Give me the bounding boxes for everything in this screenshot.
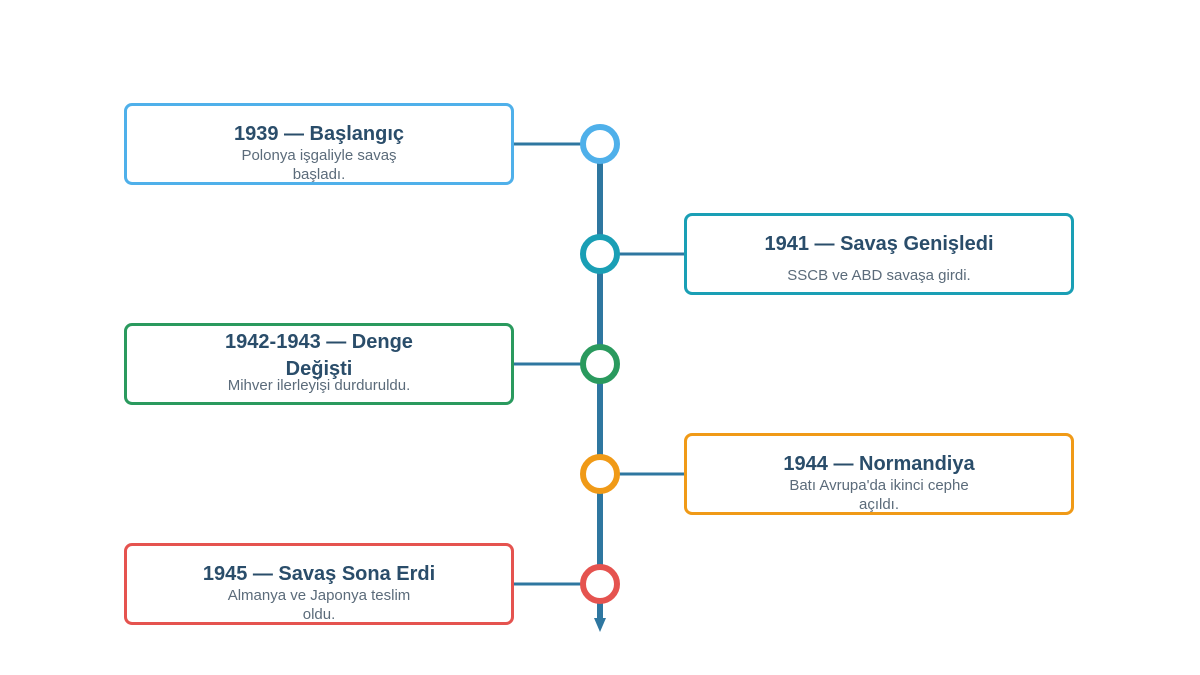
event-node bbox=[580, 454, 620, 494]
event-title: 1942-1943 — Denge Değişti bbox=[225, 331, 413, 380]
event-title: 1945 — Savaş Sona Erdi bbox=[202, 563, 436, 585]
event-node bbox=[580, 124, 620, 164]
timeline-arrowhead bbox=[594, 618, 606, 632]
event-card-1939: 1939 — Başlangıç Polonya işgaliyle savaş… bbox=[124, 103, 514, 185]
event-node bbox=[580, 344, 620, 384]
event-card-1941: 1941 — Savaş Genişledi SSCB ve ABD savaş… bbox=[684, 213, 1074, 295]
event-description: Mihver ilerleyişi durduruldu. bbox=[227, 377, 411, 394]
event-title: 1941 — Savaş Genişledi bbox=[764, 233, 994, 255]
event-title: 1939 — Başlangıç bbox=[233, 123, 405, 145]
event-description: Batı Avrupa'da ikinci cephe açıldı. bbox=[789, 477, 969, 513]
event-description: SSCB ve ABD savaşa girdi. bbox=[787, 267, 971, 284]
event-card-1945: 1945 — Savaş Sona Erdi Almanya ve Japony… bbox=[124, 543, 514, 625]
event-card-1944: 1944 — Normandiya Batı Avrupa'da ikinci … bbox=[684, 433, 1074, 515]
event-node bbox=[580, 564, 620, 604]
event-description: Almanya ve Japonya teslim oldu. bbox=[227, 587, 411, 623]
event-node bbox=[580, 234, 620, 274]
event-card-1942-1943: 1942-1943 — Denge Değişti Mihver ilerley… bbox=[124, 323, 514, 405]
event-description: Polonya işgaliyle savaş başladı. bbox=[241, 147, 397, 183]
event-title: 1944 — Normandiya bbox=[783, 453, 975, 475]
